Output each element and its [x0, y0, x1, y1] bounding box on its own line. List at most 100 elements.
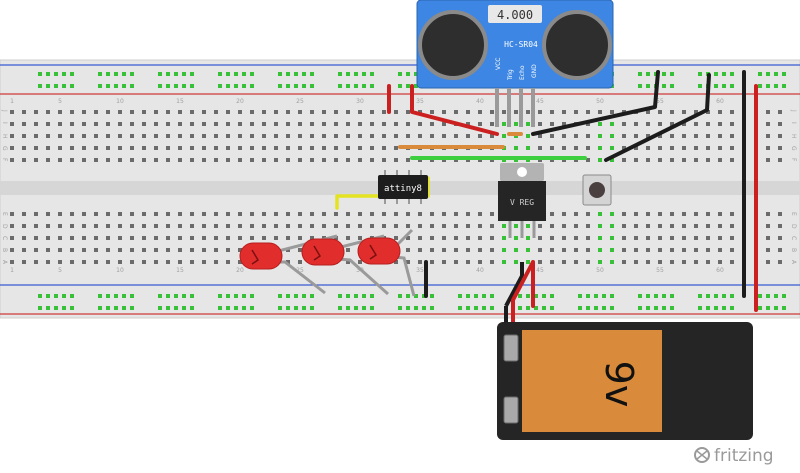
breadboard-hole: [578, 294, 582, 298]
breadboard-hole: [322, 122, 326, 126]
breadboard-hole: [586, 306, 590, 310]
breadboard-hole: [466, 212, 470, 216]
breadboard-hole: [766, 72, 770, 76]
breadboard-hole: [442, 236, 446, 240]
breadboard-hole: [338, 306, 342, 310]
breadboard-hole: [130, 158, 134, 162]
breadboard-hole: [166, 134, 170, 138]
breadboard-hole: [658, 224, 662, 228]
breadboard-hole: [142, 146, 146, 150]
breadboard-hole: [406, 306, 410, 310]
breadboard-hole: [562, 122, 566, 126]
breadboard-hole: [354, 72, 358, 76]
breadboard-hole: [286, 260, 290, 264]
breadboard-hole: [166, 84, 170, 88]
breadboard-hole: [598, 212, 602, 216]
breadboard-hole: [406, 84, 410, 88]
breadboard-hole: [38, 72, 42, 76]
breadboard-hole: [142, 158, 146, 162]
breadboard-hole: [262, 146, 266, 150]
breadboard-hole: [706, 236, 710, 240]
breadboard-hole: [466, 134, 470, 138]
breadboard-hole: [70, 294, 74, 298]
breadboard-hole: [394, 236, 398, 240]
breadboard-hole: [286, 84, 290, 88]
breadboard-hole: [466, 110, 470, 114]
breadboard-hole: [166, 294, 170, 298]
breadboard-hole: [670, 248, 674, 252]
breadboard-hole: [310, 306, 314, 310]
breadboard-hole: [502, 110, 506, 114]
breadboard-hole: [346, 306, 350, 310]
breadboard-hole: [62, 294, 66, 298]
breadboard-hole: [46, 122, 50, 126]
breadboard-hole: [682, 248, 686, 252]
breadboard-hole: [526, 236, 530, 240]
breadboard-hole: [274, 212, 278, 216]
breadboard-hole: [46, 236, 50, 240]
breadboard-hole: [58, 158, 62, 162]
breadboard-hole: [294, 306, 298, 310]
breadboard-hole: [490, 110, 494, 114]
breadboard-hole: [154, 248, 158, 252]
breadboard-hole: [622, 212, 626, 216]
breadboard-hole: [202, 146, 206, 150]
breadboard-hole: [442, 260, 446, 264]
breadboard-hole: [414, 306, 418, 310]
breadboard-hole: [454, 110, 458, 114]
breadboard-hole: [274, 110, 278, 114]
breadboard-hole: [562, 260, 566, 264]
breadboard-hole: [638, 306, 642, 310]
breadboard-hole: [334, 158, 338, 162]
breadboard-hole: [130, 72, 134, 76]
breadboard-hole: [610, 212, 614, 216]
breadboard-hole: [142, 110, 146, 114]
breadboard-hole: [262, 224, 266, 228]
breadboard-hole: [354, 306, 358, 310]
breadboard-hole: [82, 236, 86, 240]
breadboard-hole: [166, 224, 170, 228]
row-letter: C: [1, 236, 8, 240]
breadboard-hole: [338, 294, 342, 298]
breadboard-hole: [502, 224, 506, 228]
breadboard-hole: [106, 236, 110, 240]
breadboard-hole: [262, 158, 266, 162]
breadboard-hole: [646, 306, 650, 310]
breadboard-hole: [394, 224, 398, 228]
breadboard-hole: [302, 72, 306, 76]
breadboard-hole: [602, 306, 606, 310]
breadboard-hole: [106, 134, 110, 138]
breadboard-hole: [202, 224, 206, 228]
breadboard-hole: [34, 158, 38, 162]
breadboard-hole: [454, 236, 458, 240]
breadboard-hole: [538, 122, 542, 126]
breadboard-hole: [574, 224, 578, 228]
breadboard-hole: [638, 72, 642, 76]
breadboard-hole: [322, 224, 326, 228]
breadboard-hole: [442, 248, 446, 252]
breadboard-hole: [238, 236, 242, 240]
breadboard-hole: [286, 122, 290, 126]
row-letter: B: [790, 248, 797, 252]
breadboard-hole: [130, 248, 134, 252]
column-number: 20: [236, 98, 244, 105]
breadboard-hole: [622, 248, 626, 252]
breadboard-hole: [190, 122, 194, 126]
breadboard-hole: [478, 122, 482, 126]
breadboard-hole: [358, 110, 362, 114]
row-letter: G: [1, 146, 8, 151]
sensor-pin-label-gnd: GND: [531, 64, 538, 78]
breadboard-hole: [274, 146, 278, 150]
breadboard-hole: [142, 260, 146, 264]
breadboard-hole: [118, 248, 122, 252]
breadboard-hole: [178, 158, 182, 162]
breadboard-hole: [106, 110, 110, 114]
breadboard-hole: [550, 236, 554, 240]
breadboard-hole: [370, 110, 374, 114]
breadboard-hole: [310, 134, 314, 138]
breadboard-hole: [610, 122, 614, 126]
breadboard-hole: [286, 146, 290, 150]
breadboard-hole: [70, 122, 74, 126]
breadboard-hole: [334, 236, 338, 240]
